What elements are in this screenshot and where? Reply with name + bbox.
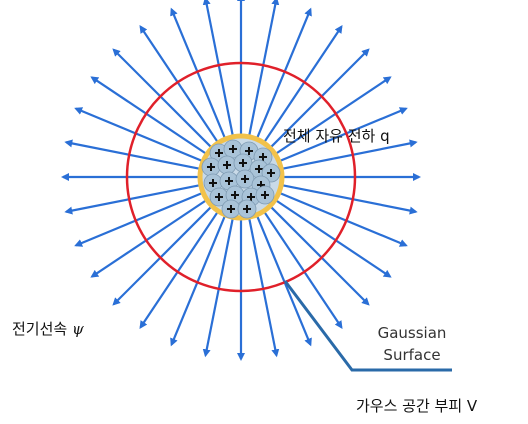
- plus-sign-icon: [261, 191, 269, 199]
- electric-field-lines: [61, 0, 421, 361]
- electric-flux-label: 전기선속 ψ: [12, 318, 84, 339]
- field-line-arrow: [265, 201, 370, 306]
- field-line-arrow: [202, 0, 236, 142]
- field-line-arrow: [265, 48, 370, 153]
- gaussian-surface-label-line1: Gaussian: [377, 324, 447, 342]
- field-line-arrow: [246, 0, 280, 142]
- field-line-arrow: [253, 209, 312, 347]
- field-line-arrow: [90, 196, 212, 278]
- field-line-arrow: [112, 201, 217, 306]
- field-line-arrow: [260, 25, 343, 148]
- field-line-arrow: [90, 76, 212, 158]
- electric-flux-text: 전기선속: [12, 320, 68, 338]
- plus-sign-icon: [231, 191, 239, 199]
- plus-sign-icon: [207, 163, 215, 171]
- plus-sign-icon: [215, 193, 223, 201]
- field-line-arrow: [139, 25, 222, 148]
- plus-sign-icon: [223, 161, 231, 169]
- field-line-arrow: [64, 182, 206, 215]
- plus-sign-icon: [239, 159, 247, 167]
- field-line-arrow: [270, 196, 392, 278]
- field-line-arrow: [170, 7, 229, 145]
- plus-sign-icon: [255, 165, 263, 173]
- plus-sign-icon: [227, 205, 235, 213]
- gaussian-surface-pointer-line: [283, 280, 452, 372]
- field-line-arrow: [260, 206, 343, 329]
- field-line-arrow: [273, 189, 408, 247]
- plus-sign-icon: [267, 169, 275, 177]
- plus-sign-icon: [229, 145, 237, 153]
- free-charge-cluster: [197, 133, 285, 221]
- field-line-arrow: [276, 139, 418, 172]
- field-line-arrow: [64, 139, 206, 172]
- gaussian-surface-circle: [125, 61, 357, 293]
- field-line-arrow: [170, 209, 229, 347]
- field-line-arrow: [253, 7, 312, 145]
- field-line-arrow: [139, 206, 222, 329]
- field-line-arrow: [112, 48, 217, 153]
- plus-sign-icon: [259, 153, 267, 161]
- field-line-arrow: [273, 107, 408, 165]
- gaussian-surface-label: Gaussian Surface: [362, 322, 462, 366]
- field-line-arrow: [270, 76, 392, 158]
- plus-sign-icon: [245, 147, 253, 155]
- plus-sign-icon: [209, 179, 217, 187]
- field-line-arrow: [202, 212, 236, 358]
- total-free-charge-label: 전체 자유 전하 q: [283, 127, 390, 145]
- plus-sign-icon: [215, 149, 223, 157]
- field-line-arrow: [246, 212, 280, 358]
- field-line-arrow: [276, 182, 418, 215]
- plus-sign-icon: [241, 175, 249, 183]
- gaussian-surface-label-line2: Surface: [383, 346, 441, 364]
- plus-sign-icon: [225, 177, 233, 185]
- field-line-arrow: [74, 189, 209, 247]
- field-line-arrow: [74, 107, 209, 165]
- plus-sign-icon: [243, 205, 251, 213]
- plus-sign-icon: [247, 193, 255, 201]
- gaussian-volume-label: 가우스 공간 부피 V: [356, 397, 478, 415]
- electric-flux-symbol: ψ: [71, 320, 84, 338]
